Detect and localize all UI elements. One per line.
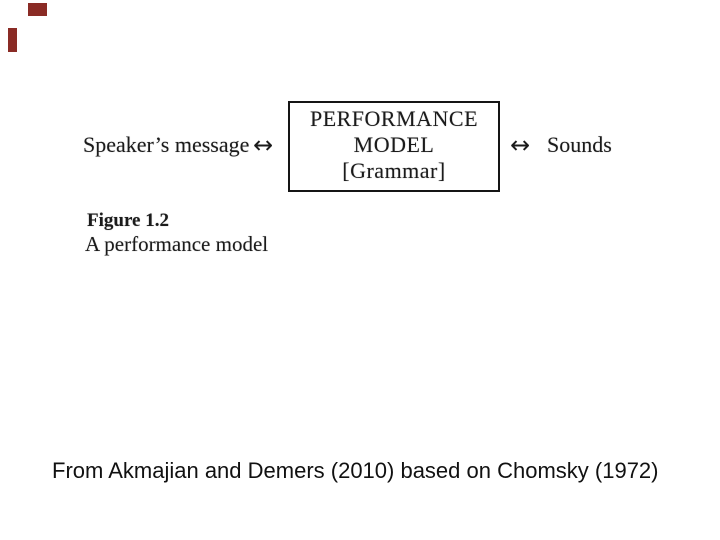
performance-model-box: PERFORMANCE MODEL [Grammar] (288, 101, 500, 192)
performance-model-line-1: PERFORMANCE (309, 106, 479, 131)
figure-caption: A performance model (85, 232, 269, 256)
speaker-message-label: Speaker’s message (83, 132, 250, 157)
left-right-arrow-icon: ↔ (509, 131, 531, 159)
attribution-text: From Akmajian and Demers (2010) based on… (52, 458, 659, 483)
corner-mark-vertical (8, 28, 17, 52)
sounds-label: Sounds (547, 132, 612, 157)
performance-model-line-2: MODEL (353, 132, 435, 157)
corner-mark-horizontal (28, 3, 47, 16)
left-right-arrow-icon: ↔ (252, 131, 274, 159)
performance-model-line-3: [Grammar] (342, 158, 446, 183)
figure-number: Figure 1.2 (87, 210, 169, 231)
